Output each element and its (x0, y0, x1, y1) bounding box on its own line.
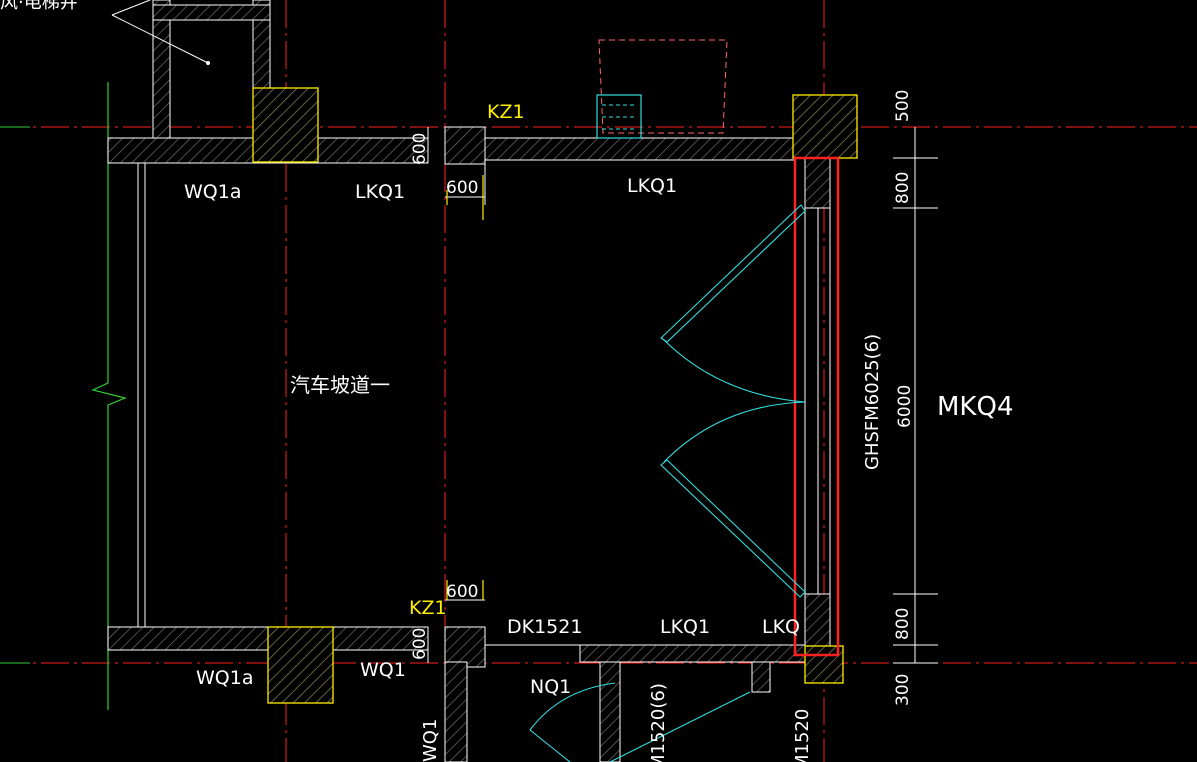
label-lkq1-top-left: LKQ1 (355, 181, 405, 203)
dim-600-top-h: 600 (446, 178, 478, 198)
columns (252, 87, 858, 704)
wall-top-stub (444, 126, 486, 165)
wall-right-top (804, 157, 831, 209)
label-wq1a-bottom: WQ1a (196, 667, 253, 689)
dimension-lines (427, 127, 938, 664)
wall-shaft-left (152, 0, 171, 139)
dim-600-top-v: 600 (410, 133, 430, 165)
label-nq1: NQ1 (530, 676, 571, 698)
column-bottom-right (804, 645, 844, 684)
label-wq1-vertical: WQ1 (420, 719, 441, 762)
wall-shaft-top (152, 4, 271, 21)
wall-bottom-seg1 (599, 661, 621, 762)
wall-top-right (484, 137, 796, 161)
label-mkq4: MKQ4 (937, 392, 1014, 422)
label-wq1-bottom: WQ1 (360, 659, 406, 681)
label-kz1-bottom: KZ1 (409, 597, 447, 619)
dim-6000: 6000 (895, 385, 915, 428)
dimension-ticks (446, 175, 484, 600)
column-bottom-left (267, 626, 334, 704)
label-shaft-partial: 风·电梯井 (0, 0, 78, 13)
dim-800-top: 800 (893, 172, 913, 204)
wall-bottom-seg2 (751, 661, 771, 693)
column-top-right (792, 94, 858, 159)
label-dk1521: DK1521 (507, 616, 582, 638)
dim-800-bottom: 800 (893, 608, 913, 640)
highlight-door-rect (793, 156, 840, 657)
wall-bottom-stub (444, 626, 486, 668)
label-m1520: M1520 (792, 709, 813, 762)
label-lkq-bottom: LKQ (762, 616, 800, 638)
cyan-box (596, 94, 642, 139)
label-room-ramp: 汽车坡道一 (290, 373, 390, 397)
leader (111, 0, 209, 64)
wall-bottom-vertical (444, 661, 468, 762)
label-wq1a-top: WQ1a (184, 181, 241, 203)
dim-300: 300 (893, 674, 913, 706)
door-frame (804, 208, 831, 594)
label-door-ghsfm6025: GHSFM6025(6) (862, 334, 883, 470)
dim-600-bottom-v: 600 (410, 628, 430, 660)
label-lkq1-bottom: LKQ1 (660, 616, 710, 638)
label-kz1-top: KZ1 (487, 101, 525, 123)
break-line (91, 82, 127, 710)
wall-right-bottom (804, 593, 831, 647)
dashed-equipment (598, 39, 728, 134)
door-swings (529, 204, 806, 762)
label-lkq1-top-right: LKQ1 (627, 175, 677, 197)
dim-600-bottom-h: 600 (446, 582, 478, 602)
axis-short-green (0, 126, 30, 664)
column-top-left (252, 87, 319, 163)
dim-500: 500 (893, 90, 913, 122)
wall-bottom-right (579, 644, 806, 663)
label-m1520-6: M1520(6) (648, 683, 669, 762)
